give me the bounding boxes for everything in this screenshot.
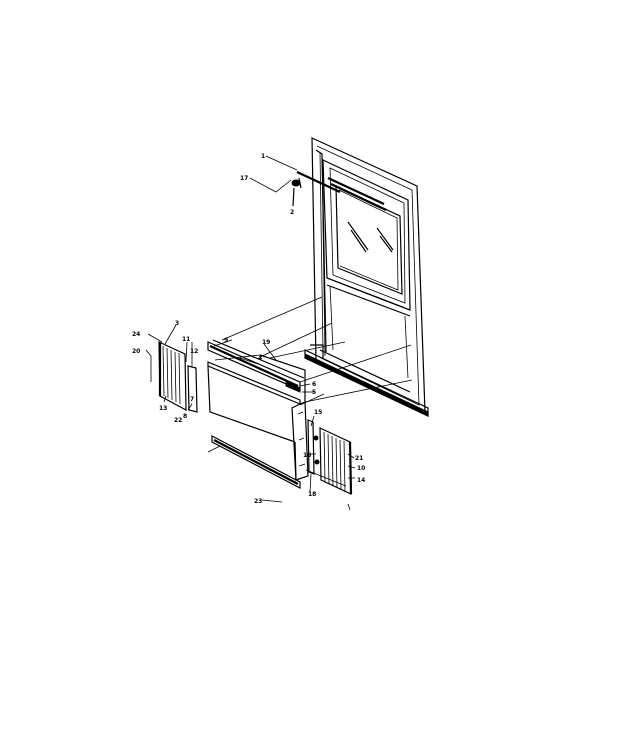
callout-label: 16 — [303, 452, 311, 459]
bottom-rail — [211, 435, 301, 489]
assembly-lines — [221, 296, 413, 487]
right-side-curtain — [307, 419, 353, 495]
callout-label: 9 — [224, 337, 228, 344]
callout-label: 8 — [183, 413, 187, 420]
callout-labels: 1 17 2 24 3 20 13 11 12 7 8 22 9 4 19 5 … — [132, 153, 365, 505]
callout-label: 7 — [190, 396, 194, 403]
callout-label: 24 — [132, 331, 140, 338]
callout-label: 13 — [159, 405, 167, 412]
callout-label: 22 — [174, 417, 182, 424]
callout-label: 2 — [290, 209, 294, 216]
callout-label: 14 — [357, 477, 365, 484]
callout-label: 10 — [357, 465, 365, 472]
callout-label: 11 — [182, 336, 190, 343]
callout-label: 15 — [314, 409, 322, 416]
callout-label: 20 — [132, 348, 140, 355]
callout-label: 4 — [258, 355, 262, 362]
top-hardware — [291, 171, 341, 207]
top-rail — [207, 339, 305, 393]
window-sash — [322, 159, 411, 379]
cabinet-sleeve — [207, 354, 309, 481]
sill-angle — [304, 344, 429, 417]
callout-label: 21 — [355, 455, 363, 462]
callout-label: 12 — [190, 348, 198, 355]
callout-label: 17 — [240, 175, 248, 182]
left-side-curtain — [158, 341, 198, 413]
callout-label: 6 — [312, 381, 316, 388]
callout-label: 5 — [312, 389, 316, 396]
callout-label: 18 — [308, 491, 316, 498]
callout-label: 3 — [175, 320, 179, 327]
callout-label: 1 — [261, 153, 265, 160]
leader-lines — [145, 155, 356, 511]
callout-label: 23 — [254, 498, 262, 505]
callout-label: 19 — [262, 339, 270, 346]
